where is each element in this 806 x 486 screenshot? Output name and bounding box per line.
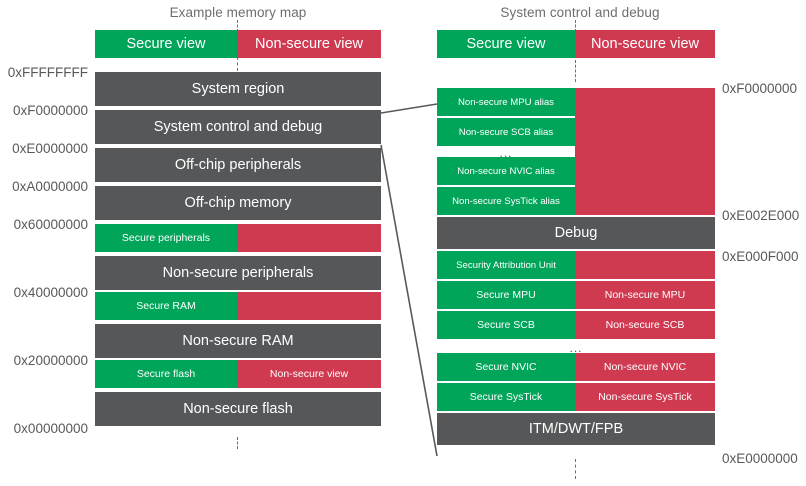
right-ellipsis-alias: ... bbox=[499, 146, 513, 160]
left-row-secure-flash: Secure flash Non-secure view bbox=[95, 360, 381, 388]
right-address-0xF0000000: 0xF0000000 bbox=[722, 81, 798, 96]
right-row-mpu: Secure MPU Non-secure MPU bbox=[437, 281, 715, 309]
right-row-nonsecure-nvic-label: Non-secure NVIC bbox=[575, 353, 715, 381]
right-row-nonsecure-scb-alias-label: Non-secure SCB alias bbox=[437, 118, 575, 146]
left-row-secure-ram-nonsecure bbox=[237, 292, 381, 320]
right-row-secure-systick-label: Secure SysTick bbox=[437, 383, 575, 411]
left-row-offchip-peripherals-label: Off-chip peripherals bbox=[95, 148, 381, 182]
right-nonsecure-alias-region bbox=[575, 88, 715, 215]
right-row-security-attribution-unit: Security Attribution Unit bbox=[437, 251, 715, 279]
left-row-secure-peripherals: Secure peripherals bbox=[95, 224, 381, 252]
right-legend-non-secure: Non-secure view bbox=[575, 30, 715, 58]
left-address-0x20000000: 0x20000000 bbox=[13, 353, 88, 368]
right-row-debug-label: Debug bbox=[437, 217, 715, 249]
left-row-nonsecure-flash-label: Non-secure flash bbox=[95, 392, 381, 426]
left-address-0xFFFFFFFF: 0xFFFFFFFF bbox=[7, 65, 88, 80]
left-row-system-control-debug[interactable]: System control and debug bbox=[95, 110, 381, 144]
left-panel-legend: Secure view Non-secure view bbox=[95, 30, 381, 58]
left-row-secure-ram: Secure RAM bbox=[95, 292, 381, 320]
left-row-secure-flash-nonsecure: Non-secure view bbox=[237, 360, 381, 388]
left-row-secure-peripherals-label: Secure peripherals bbox=[95, 224, 237, 252]
left-row-offchip-memory-label: Off-chip memory bbox=[95, 186, 381, 220]
left-row-secure-flash-label: Secure flash bbox=[95, 360, 237, 388]
right-row-systick: Secure SysTick Non-secure SysTick bbox=[437, 383, 715, 411]
left-row-offchip-peripherals: Off-chip peripherals bbox=[95, 148, 381, 182]
right-row-sau-label: Security Attribution Unit bbox=[437, 251, 575, 279]
right-row-nonsecure-mpu-alias-label: Non-secure MPU alias bbox=[437, 88, 575, 116]
right-panel-divider-dash-bottom bbox=[575, 459, 576, 479]
left-address-0xE0000000: 0xE0000000 bbox=[12, 141, 88, 156]
right-address-0xE0000000: 0xE0000000 bbox=[722, 451, 798, 466]
right-panel-divider-dash-mid bbox=[575, 60, 576, 82]
right-row-sau-nonsecure bbox=[575, 251, 715, 279]
right-row-nonsecure-systick-alias-label: Non-secure SysTick alias bbox=[437, 187, 575, 215]
right-address-0xE002E000: 0xE002E000 bbox=[722, 208, 800, 223]
right-row-nonsecure-scb-alias: Non-secure SCB alias bbox=[437, 118, 575, 146]
left-row-nonsecure-flash: Non-secure flash bbox=[95, 392, 381, 426]
right-row-itm-dwt-fpb: ITM/DWT/FPB bbox=[437, 413, 715, 445]
right-row-secure-scb-label: Secure SCB bbox=[437, 311, 575, 339]
right-row-nonsecure-mpu-alias: Non-secure MPU alias bbox=[437, 88, 575, 116]
right-panel-legend: Secure view Non-secure view bbox=[437, 30, 715, 58]
right-row-nonsecure-mpu-label: Non-secure MPU bbox=[575, 281, 715, 309]
left-row-secure-ram-label: Secure RAM bbox=[95, 292, 237, 320]
left-address-0x00000000: 0x00000000 bbox=[13, 421, 88, 436]
left-row-nonsecure-ram: Non-secure RAM bbox=[95, 324, 381, 358]
left-address-0xA0000000: 0xA0000000 bbox=[12, 179, 88, 194]
right-row-nonsecure-nvic-alias: Non-secure NVIC alias bbox=[437, 157, 575, 185]
left-row-offchip-memory: Off-chip memory bbox=[95, 186, 381, 220]
right-address-0xE000F000: 0xE000F000 bbox=[722, 249, 799, 264]
right-row-debug: Debug bbox=[437, 217, 715, 249]
right-row-nonsecure-nvic-alias-label: Non-secure NVIC alias bbox=[437, 157, 575, 185]
left-panel-title: Example memory map bbox=[169, 5, 307, 20]
right-row-secure-nvic-label: Secure NVIC bbox=[437, 353, 575, 381]
left-panel-divider-dash-mid bbox=[237, 57, 238, 71]
left-row-secure-peripherals-nonsecure bbox=[237, 224, 381, 252]
left-legend-secure: Secure view bbox=[95, 30, 237, 58]
right-legend-secure: Secure view bbox=[437, 30, 575, 58]
right-row-nonsecure-scb-label: Non-secure SCB bbox=[575, 311, 715, 339]
right-row-nonsecure-systick-alias: Non-secure SysTick alias bbox=[437, 187, 575, 215]
left-panel-divider-dash-bottom bbox=[237, 437, 238, 449]
left-panel-divider-dash-top bbox=[237, 20, 238, 32]
left-address-0xF0000000: 0xF0000000 bbox=[12, 103, 88, 118]
left-address-0x60000000: 0x60000000 bbox=[13, 217, 88, 232]
left-row-system-region: System region bbox=[95, 72, 381, 106]
left-legend-non-secure: Non-secure view bbox=[237, 30, 381, 58]
right-panel-title: System control and debug bbox=[500, 5, 660, 20]
right-nonsecure-alias-region-fill bbox=[575, 88, 715, 215]
left-address-0x40000000: 0x40000000 bbox=[13, 285, 88, 300]
right-row-itm-dwt-fpb-label: ITM/DWT/FPB bbox=[437, 413, 715, 445]
right-row-nonsecure-systick-label: Non-secure SysTick bbox=[575, 383, 715, 411]
right-panel-divider-dash-top bbox=[575, 20, 576, 32]
left-row-nonsecure-peripherals: Non-secure peripherals bbox=[95, 256, 381, 290]
right-row-nvic: Secure NVIC Non-secure NVIC bbox=[437, 353, 715, 381]
left-row-nonsecure-peripherals-label: Non-secure peripherals bbox=[95, 256, 381, 290]
left-row-system-control-debug-label: System control and debug bbox=[95, 110, 381, 144]
left-row-nonsecure-ram-label: Non-secure RAM bbox=[95, 324, 381, 358]
left-row-system-region-label: System region bbox=[95, 72, 381, 106]
right-ellipsis-core: ... bbox=[569, 341, 583, 355]
right-row-secure-mpu-label: Secure MPU bbox=[437, 281, 575, 309]
right-row-scb: Secure SCB Non-secure SCB bbox=[437, 311, 715, 339]
